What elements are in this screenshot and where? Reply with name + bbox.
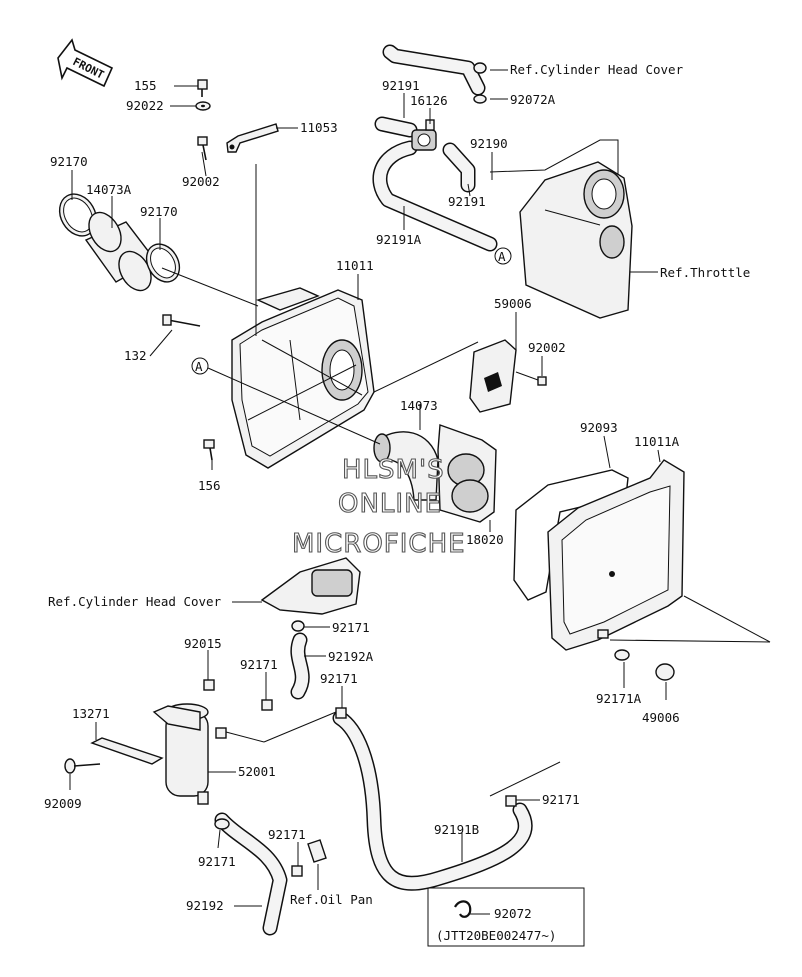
- throttle-body: [519, 161, 633, 319]
- clamp-92171-f: [505, 795, 517, 807]
- hose-92191B: [332, 710, 533, 891]
- ref-throttle: Ref.Throttle: [660, 265, 750, 280]
- label-92170-left: 92170: [50, 154, 88, 169]
- air-box-case-11011: [231, 287, 375, 469]
- callout-a-upper-label: A: [498, 249, 506, 264]
- label-155: 155: [134, 78, 157, 93]
- label-49006: 49006: [642, 710, 680, 725]
- label-132: 132: [124, 348, 147, 363]
- hose-92191-right: [442, 142, 476, 193]
- gasket-59006: [469, 339, 517, 413]
- hose-92192A: [290, 632, 310, 700]
- ref-oil-pan: Ref.Oil Pan: [290, 892, 373, 907]
- label-11053: 11053: [300, 120, 338, 135]
- label-156: 156: [198, 478, 221, 493]
- watermark-line-1: HLSM'S: [342, 455, 445, 485]
- label-92002-lower: 92002: [528, 340, 566, 355]
- label-92191-right: 92191: [448, 194, 486, 209]
- callout-a-lower-label: A: [195, 359, 203, 374]
- cylinder-head-cover: [260, 557, 361, 615]
- clip-92072: [454, 900, 472, 918]
- bolt-92002-lower: [537, 376, 547, 386]
- label-92171A: 92171A: [596, 691, 642, 706]
- label-92192A: 92192A: [328, 649, 374, 664]
- serial-box: [427, 887, 585, 947]
- watermark-line-3: MICROFICHE: [292, 529, 466, 559]
- pipe-92190: [382, 44, 486, 96]
- clamp-92171-a: [291, 620, 305, 632]
- duct-14073: [373, 431, 439, 501]
- label-92093: 92093: [580, 420, 618, 435]
- stay-13271: [90, 737, 164, 765]
- label-92171-a: 92171: [332, 620, 370, 635]
- bolt-156: [203, 439, 215, 461]
- label-92009: 92009: [44, 796, 82, 811]
- label-92192: 92192: [186, 898, 224, 913]
- label-52001: 52001: [238, 764, 276, 779]
- label-18020: 18020: [466, 532, 504, 547]
- ref-cylinder-head-cover-mid: Ref.Cylinder Head Cover: [48, 594, 222, 609]
- label-92170-right: 92170: [140, 204, 178, 219]
- fitting-oil-pan: [291, 839, 327, 877]
- label-92171-e: 92171: [268, 827, 306, 842]
- breather-tube-92191A: [372, 140, 498, 252]
- label-11011A: 11011A: [634, 434, 680, 449]
- label-92191B: 92191B: [434, 822, 479, 837]
- label-13271: 13271: [72, 706, 110, 721]
- label-92190: 92190: [470, 136, 508, 151]
- label-14073A: 14073A: [86, 182, 132, 197]
- bolt-132: [162, 314, 201, 327]
- callout-a-lower: A: [191, 357, 209, 375]
- bracket-11053: [226, 123, 279, 153]
- bolt-92002-upper: [197, 136, 208, 161]
- oil-separator-52001: [152, 703, 227, 805]
- cover-11011A: [547, 459, 685, 651]
- label-16126: 16126: [410, 93, 448, 108]
- label-59006: 59006: [494, 296, 532, 311]
- clamp-92171-b: [261, 699, 273, 711]
- label-11011: 11011: [336, 258, 374, 273]
- label-92171-f: 92171: [542, 792, 580, 807]
- label-92072: 92072: [494, 906, 532, 921]
- intake-18020: [437, 424, 497, 523]
- clamp-92171A: [614, 649, 630, 661]
- bolt-92015: [203, 679, 215, 691]
- label-14073: 14073: [400, 398, 438, 413]
- label-92022: 92022: [126, 98, 164, 113]
- front-arrow: FRONT: [57, 38, 114, 88]
- watermark-line-2: ONLINE: [338, 489, 442, 519]
- label-92015: 92015: [184, 636, 222, 651]
- label-92171-b: 92171: [240, 657, 278, 672]
- clamp-92171-d: [214, 818, 230, 830]
- leader-lines: [69, 69, 771, 915]
- cap-92072A: [473, 62, 487, 104]
- hose-92191-left: [374, 116, 418, 138]
- cap-49006: [655, 663, 675, 681]
- clamp-92170-left: [58, 193, 98, 237]
- label-92171-d: 92171: [198, 854, 236, 869]
- serial-note: (JTT20BE002477~): [436, 928, 556, 943]
- callout-a-upper: A: [494, 247, 512, 265]
- valve-16126: [411, 119, 437, 151]
- sleeve-14073A: [84, 211, 157, 292]
- label-92072A: 92072A: [510, 92, 556, 107]
- label-92002-upper: 92002: [182, 174, 220, 189]
- ref-cylinder-head-cover-top: Ref.Cylinder Head Cover: [510, 62, 684, 77]
- label-92191-left: 92191: [382, 78, 420, 93]
- label-92191A: 92191A: [376, 232, 422, 247]
- bolt-155: [195, 79, 211, 111]
- label-92171-c: 92171: [320, 671, 358, 686]
- vent-line: [489, 139, 619, 195]
- bolt-92009: [64, 758, 101, 774]
- clamp-92171-c: [335, 707, 347, 719]
